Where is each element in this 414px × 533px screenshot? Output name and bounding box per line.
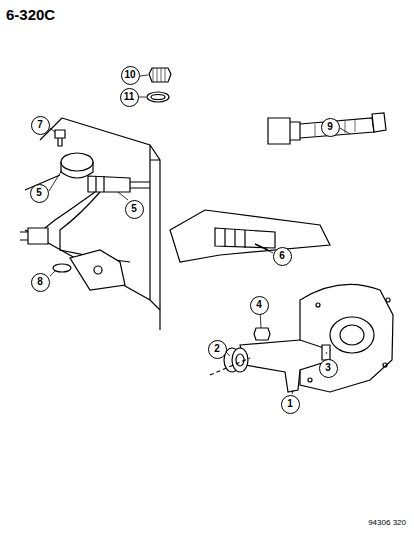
- callout-number: 7: [37, 120, 43, 130]
- figure-number: 94306 320: [368, 518, 406, 527]
- callout-number: 8: [37, 277, 43, 287]
- callout-number: 11: [124, 92, 135, 102]
- callout-circle: 4: [250, 296, 269, 315]
- callout-number: 4: [256, 300, 262, 310]
- page-heading: 6-320C: [6, 6, 55, 23]
- callout-circle: 5: [125, 200, 144, 219]
- callout-number: 9: [327, 122, 333, 132]
- callout-number: 3: [325, 363, 331, 373]
- callout-circle: 9: [321, 118, 340, 137]
- callout-circle: 11: [120, 88, 139, 107]
- callout-number: 1: [287, 399, 293, 409]
- callout-circle: 7: [31, 116, 50, 135]
- callout-number: 5: [131, 204, 137, 214]
- callout-circle: 6: [273, 247, 292, 266]
- callout-number: 2: [214, 344, 220, 354]
- callout-circle: 1: [281, 395, 300, 414]
- callout-circle: 2: [208, 340, 227, 359]
- callout-circle: 10: [121, 66, 140, 85]
- callout-circle: 3: [319, 359, 338, 378]
- callout-circle: 8: [31, 273, 50, 292]
- callout-circle: 5: [30, 184, 49, 203]
- callout-number: 10: [124, 70, 135, 80]
- callout-number: 5: [36, 188, 42, 198]
- callout-number: 6: [279, 251, 285, 261]
